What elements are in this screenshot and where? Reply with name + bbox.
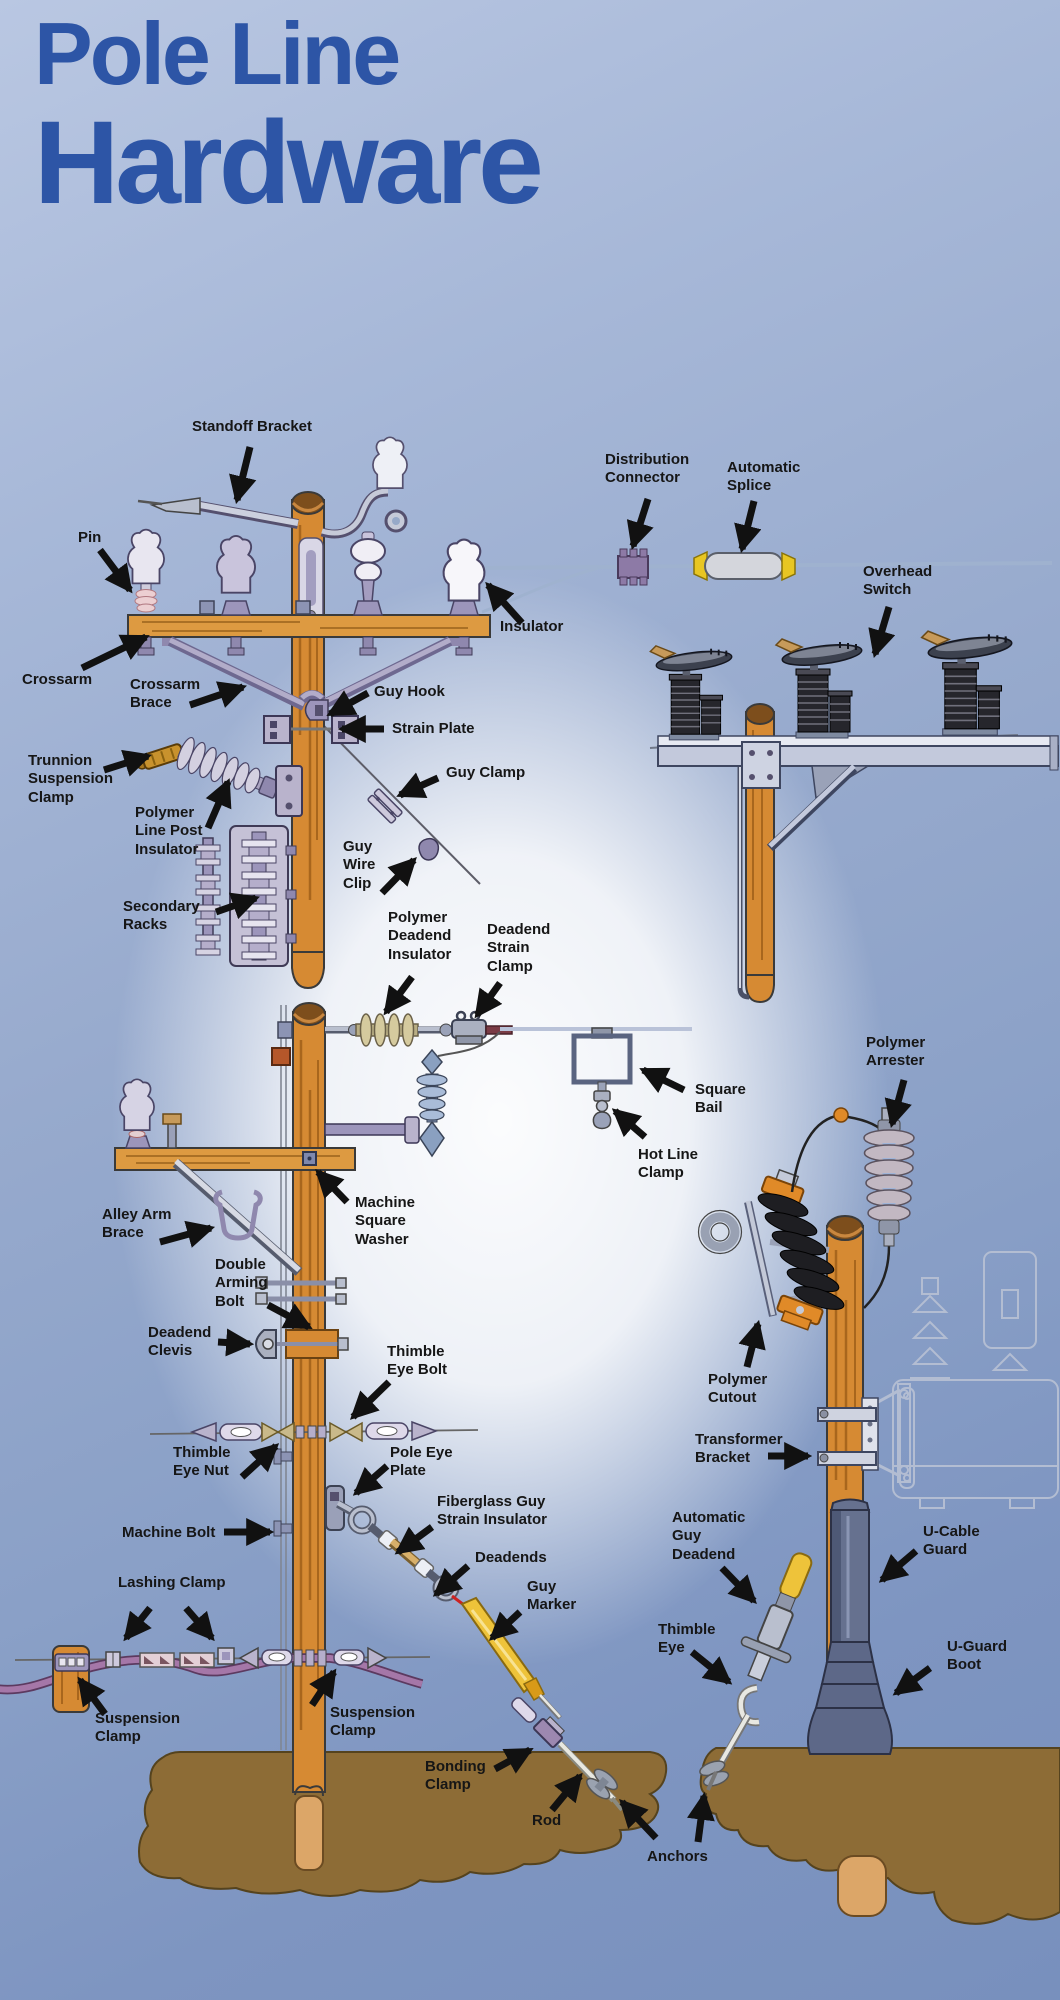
switch-unit-2	[774, 638, 863, 739]
label-polymer-deadend-insulator: Polymer Deadend Insulator	[388, 909, 452, 963]
label-deadends: Deadends	[475, 1549, 547, 1566]
suspension-clamp-left-art	[54, 1653, 90, 1672]
label-polymer-line-post-insulator: Polymer Line Post Insulator	[135, 804, 203, 858]
guy-clamp-art	[367, 788, 403, 824]
label-u-cable-guard: U-Cable Guard	[923, 1523, 980, 1559]
standoff-bracket-art	[137, 497, 324, 625]
cable-deadend-hardware-art	[238, 1646, 388, 1670]
insulator-2-art	[216, 534, 256, 616]
label-automatic-guy-deadend: Automatic Guy Deadend	[672, 1509, 746, 1563]
label-crossarm: Crossarm	[22, 671, 93, 688]
label-transformer-bracket: Transformer Bracket	[695, 1431, 783, 1467]
poster-title: Pole Line Hardware	[34, 4, 544, 229]
guy-hook-art	[304, 699, 329, 721]
label-standoff-bracket: Standoff Bracket	[192, 418, 313, 435]
transformer-bracket-art	[817, 1397, 879, 1471]
guy-wire-clip-art	[418, 838, 440, 861]
line-post-insulator-art	[176, 736, 281, 799]
label-deadend-clevis: Deadend Clevis	[148, 1324, 212, 1360]
title-line2: Hardware	[34, 97, 544, 229]
label-thimble-eye: Thimble Eye	[658, 1621, 716, 1657]
strain-plate-art	[263, 715, 359, 744]
u-cable-guard-art	[807, 1498, 893, 1755]
ghost-transformer-art	[877, 1251, 1059, 1509]
lashing-clamp-art	[105, 1647, 235, 1668]
square-bail-art	[571, 1027, 633, 1085]
label-trunnion-suspension-clamp: Trunnion Suspension Clamp	[28, 752, 114, 806]
label-hot-line-clamp: Hot Line Clamp	[638, 1146, 698, 1182]
top-pole-scene	[127, 436, 491, 990]
distribution-connector-art	[617, 548, 649, 586]
label-suspension-clamp-left: Suspension Clamp	[95, 1710, 181, 1746]
label-thimble-eye-nut: Thimble Eye Nut	[173, 1444, 231, 1480]
label-suspension-clamp-right: Suspension Clamp	[330, 1704, 416, 1740]
overhead-switch-scene	[649, 630, 1059, 1004]
white-insulator-art	[442, 538, 486, 616]
automatic-guy-deadend-art	[699, 1552, 813, 1791]
insulator-stack-art	[350, 531, 386, 616]
label-strain-plate: Strain Plate	[392, 720, 475, 737]
label-overhead-switch: Overhead Switch	[863, 563, 933, 599]
label-thimble-eye-bolt: Thimble Eye Bolt	[387, 1343, 448, 1379]
label-pole-eye-plate: Pole Eye Plate	[390, 1444, 453, 1480]
double-arming-bolt-art	[255, 1276, 347, 1305]
ground	[138, 1747, 1060, 1925]
label-machine-square-washer: Machine Square Washer	[355, 1194, 416, 1248]
label-polymer-cutout: Polymer Cutout	[708, 1371, 768, 1407]
label-machine-bolt: Machine Bolt	[122, 1524, 216, 1541]
label-pin: Pin	[78, 529, 102, 546]
guy-assembly-art	[325, 1485, 624, 1812]
label-secondary-racks: Secondary Racks	[123, 898, 200, 934]
machine-bolt-art	[273, 1448, 293, 1537]
label-arrows	[77, 446, 933, 1843]
label-guy-wire-clip: Guy Wire Clip	[343, 838, 376, 892]
pole-arrester-art	[324, 1048, 448, 1158]
label-guy-marker: Guy Marker	[527, 1578, 577, 1614]
automatic-splice-art	[693, 550, 796, 582]
label-bonding-clamp: Bonding Clamp	[425, 1758, 486, 1794]
thimble-eye-row-art	[149, 1420, 479, 1443]
label-guy-hook: Guy Hook	[374, 683, 445, 700]
deadend-clevis-art	[255, 1329, 349, 1359]
hot-line-clamp-art	[592, 1081, 612, 1130]
label-polymer-arrester: Polymer Arrester	[866, 1034, 926, 1070]
label-lashing-clamp: Lashing Clamp	[118, 1574, 226, 1591]
label-deadend-strain-clamp: Deadend Strain Clamp	[487, 921, 551, 975]
deadend-strain-clamp-art	[451, 1010, 513, 1045]
label-automatic-splice: Automatic Splice	[727, 459, 801, 495]
label-square-bail: Square Bail	[695, 1081, 746, 1117]
switch-unit-3	[920, 630, 1013, 736]
label-anchors: Anchors	[647, 1848, 708, 1865]
label-insulator: Insulator	[500, 618, 564, 635]
lower-pole-scene	[114, 1002, 692, 1871]
top-conductor-scene	[477, 548, 1053, 614]
label-distribution-connector: Distribution Connector	[605, 451, 690, 487]
polymer-cutout-art	[697, 1168, 845, 1331]
arrester-cutout-pole-scene	[697, 1107, 1059, 1917]
label-crossarm-brace: Crossarm Brace	[130, 676, 201, 712]
switch-unit-1	[649, 645, 733, 741]
label-rod: Rod	[532, 1812, 562, 1829]
crossarm-art	[127, 600, 491, 638]
label-guy-clamp: Guy Clamp	[446, 764, 526, 781]
title-line1: Pole Line	[34, 4, 401, 103]
lashed-cable-scene	[0, 1645, 431, 1713]
label-alley-arm-brace: Alley Arm Brace	[102, 1206, 172, 1242]
label-u-guard-boot: U-Guard Boot	[947, 1638, 1007, 1674]
deadend-insulator-art	[277, 1013, 453, 1047]
label-double-arming-bolt: Double Arming Bolt	[215, 1256, 268, 1310]
label-fiberglass-guy-strain-insulator: Fiberglass Guy Strain Insulator	[437, 1493, 548, 1529]
pin-insulator-art	[127, 528, 165, 613]
pole-top-bracket-insulator-art	[320, 436, 408, 539]
alley-arm-brace-art	[172, 1158, 303, 1276]
polymer-arrester-art	[790, 1107, 915, 1309]
